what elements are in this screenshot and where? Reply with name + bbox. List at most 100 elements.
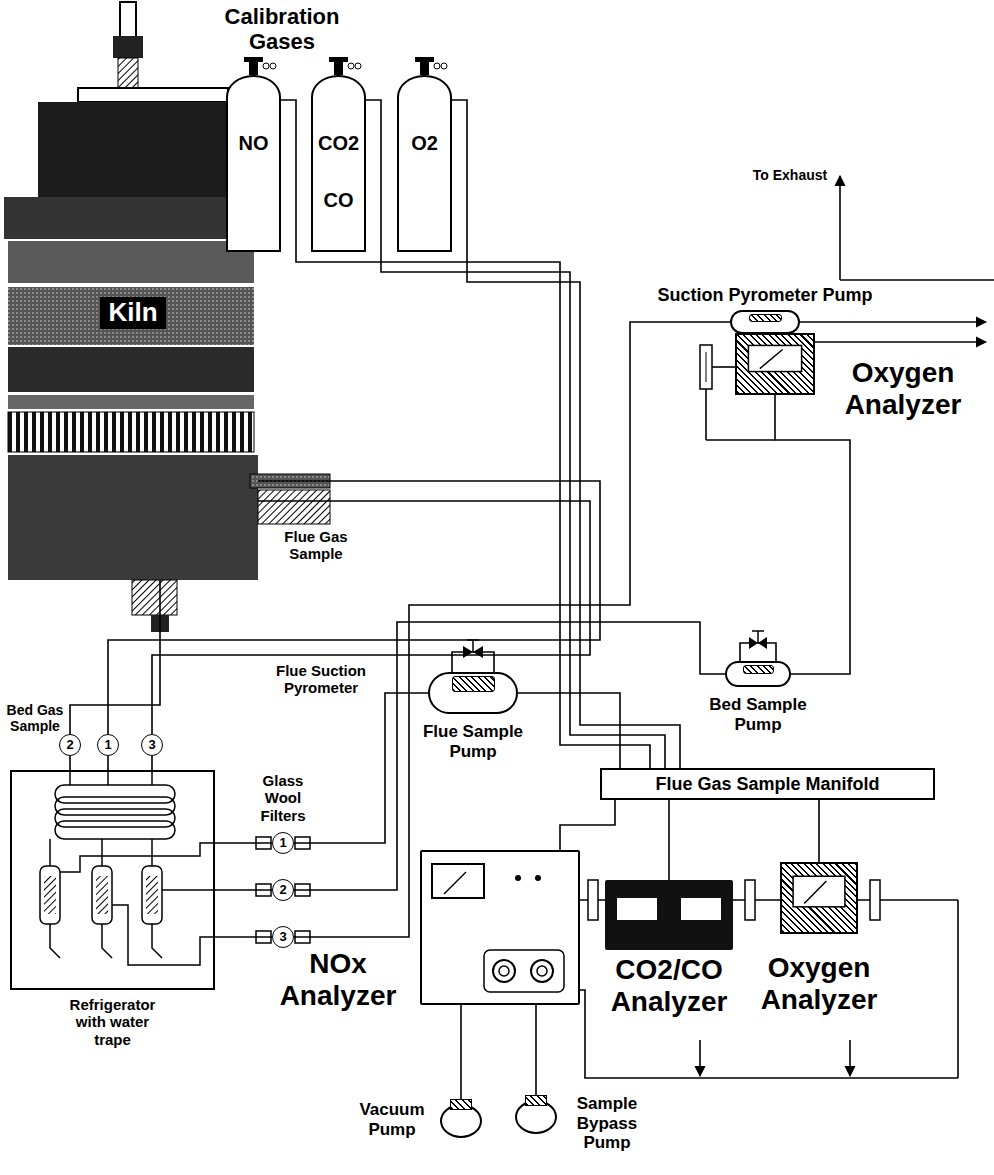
- meter-face: [793, 876, 845, 907]
- exhaust-arrow: [699, 1040, 701, 1076]
- analyzer-outlet: [815, 341, 986, 343]
- gas-cylinder: NO: [226, 75, 281, 252]
- bypass-loop: [740, 643, 776, 661]
- gauge-number: 1: [97, 734, 119, 756]
- meter-face: [748, 345, 801, 371]
- pump-head: [743, 665, 774, 674]
- kiln: Kiln: [8, 197, 258, 580]
- gauge-number: 2: [59, 734, 81, 756]
- pump: Sample Bypass Pump: [515, 1100, 557, 1134]
- gas-cylinder-label: O2: [411, 132, 438, 155]
- pump: Flue Sample Pump: [428, 672, 518, 714]
- pump-outlet: [800, 321, 986, 323]
- display-window: [617, 898, 657, 920]
- flowmeter-line: [598, 899, 605, 901]
- cooling-coil: [55, 821, 175, 839]
- meter-needle: [760, 350, 783, 369]
- kiln-lid: [78, 88, 228, 102]
- flowmeter: [745, 880, 755, 920]
- flowmeter-line: [705, 389, 707, 440]
- control-knob: [499, 966, 509, 976]
- display-window: [681, 898, 721, 920]
- kiln-band: [8, 395, 254, 409]
- valve-fitting: [270, 63, 276, 69]
- group-heading: Calibration Gases: [217, 4, 347, 55]
- cylinder-valve: [420, 62, 429, 75]
- exhaust-line: [880, 899, 958, 901]
- pump-head: [452, 676, 495, 692]
- gas-line: [69, 756, 71, 770]
- manifold: Flue Gas Sample Manifold: [600, 768, 935, 800]
- indicator-lamp: [515, 875, 521, 881]
- valve-fitting: [355, 63, 361, 69]
- kiln-crown: [38, 102, 228, 197]
- pump-label: Sample Bypass Pump: [569, 1094, 645, 1153]
- coil-inlet: [107, 770, 109, 785]
- kiln-label: Kiln: [100, 297, 165, 329]
- cooling-coil: [55, 797, 175, 815]
- needle-valve: [752, 630, 764, 632]
- gas-line: [294, 693, 428, 843]
- gas-line: [215, 889, 272, 891]
- cooling-coil: [55, 785, 175, 803]
- pump-label: Flue Sample Pump: [417, 722, 529, 761]
- pump-label: Vacuum Pump: [352, 1100, 432, 1139]
- trap-outlet: [60, 843, 215, 872]
- line-label: Flue Gas Sample: [266, 528, 366, 563]
- exhaust-label: To Exhaust: [748, 167, 832, 183]
- trap-drain: [152, 924, 162, 958]
- filter-number: 3: [272, 926, 294, 948]
- valve-fitting: [434, 63, 440, 69]
- trap-drain: [102, 924, 112, 958]
- pump: Vacuum Pump: [440, 1104, 482, 1138]
- trap-line: [49, 839, 51, 866]
- pump-head: [450, 1099, 473, 1110]
- trap-outlet: [112, 905, 215, 965]
- cylinder-valve: [415, 57, 434, 62]
- gauge-number-label: 1: [104, 738, 111, 753]
- kiln-band: [8, 347, 254, 392]
- pump-head: [525, 1095, 548, 1106]
- gas-line: [535, 1005, 537, 1100]
- flue-duct: [258, 490, 330, 524]
- gas-line: [775, 395, 850, 674]
- manifold-label: Flue Gas Sample Manifold: [655, 774, 879, 795]
- gas-line: [294, 322, 730, 937]
- cylinder-valve: [244, 57, 263, 62]
- gas-cylinder-label: NO: [239, 132, 269, 155]
- kiln-band: [8, 241, 254, 283]
- group-label: Glass Wool Filters: [246, 772, 320, 824]
- water-trap: [142, 866, 162, 924]
- analyzer-panel: [422, 852, 578, 1003]
- gas-line: [452, 100, 680, 768]
- needle-valve: [757, 631, 759, 643]
- gas-line: [668, 800, 670, 880]
- flowmeter-line: [580, 899, 588, 901]
- meter-face: [432, 864, 484, 898]
- cooling-coil: [55, 809, 175, 827]
- trap-line: [151, 839, 153, 866]
- kiln-fitting: [118, 58, 138, 88]
- analyzer: CO2/CO Analyzer: [605, 880, 733, 950]
- filter-number-label: 2: [279, 883, 286, 898]
- pump: Suction Pyrometer Pump: [730, 310, 800, 334]
- cylinder-valve: [329, 57, 348, 62]
- analyzer: Oxygen Analyzer: [735, 333, 815, 395]
- trap-outlet: [162, 889, 215, 891]
- analyzer-label: Oxygen Analyzer: [749, 952, 889, 1016]
- control-knob: [531, 960, 553, 982]
- refrigerator: Refrigerator with water trape: [10, 770, 215, 990]
- flowmeter-line: [733, 899, 745, 901]
- filter-number: 2: [272, 879, 294, 901]
- meter-needle: [804, 881, 826, 903]
- control-knob: [537, 966, 547, 976]
- kiln-base: [8, 455, 258, 580]
- analyzer-label: Oxygen Analyzer: [833, 357, 973, 421]
- analyzer-label: NOx Analyzer: [268, 948, 408, 1012]
- flowmeter: [700, 345, 712, 389]
- trap-drain: [50, 924, 60, 958]
- pump: Bed Sample Pump: [725, 661, 791, 687]
- gas-cylinder: O2: [397, 75, 452, 252]
